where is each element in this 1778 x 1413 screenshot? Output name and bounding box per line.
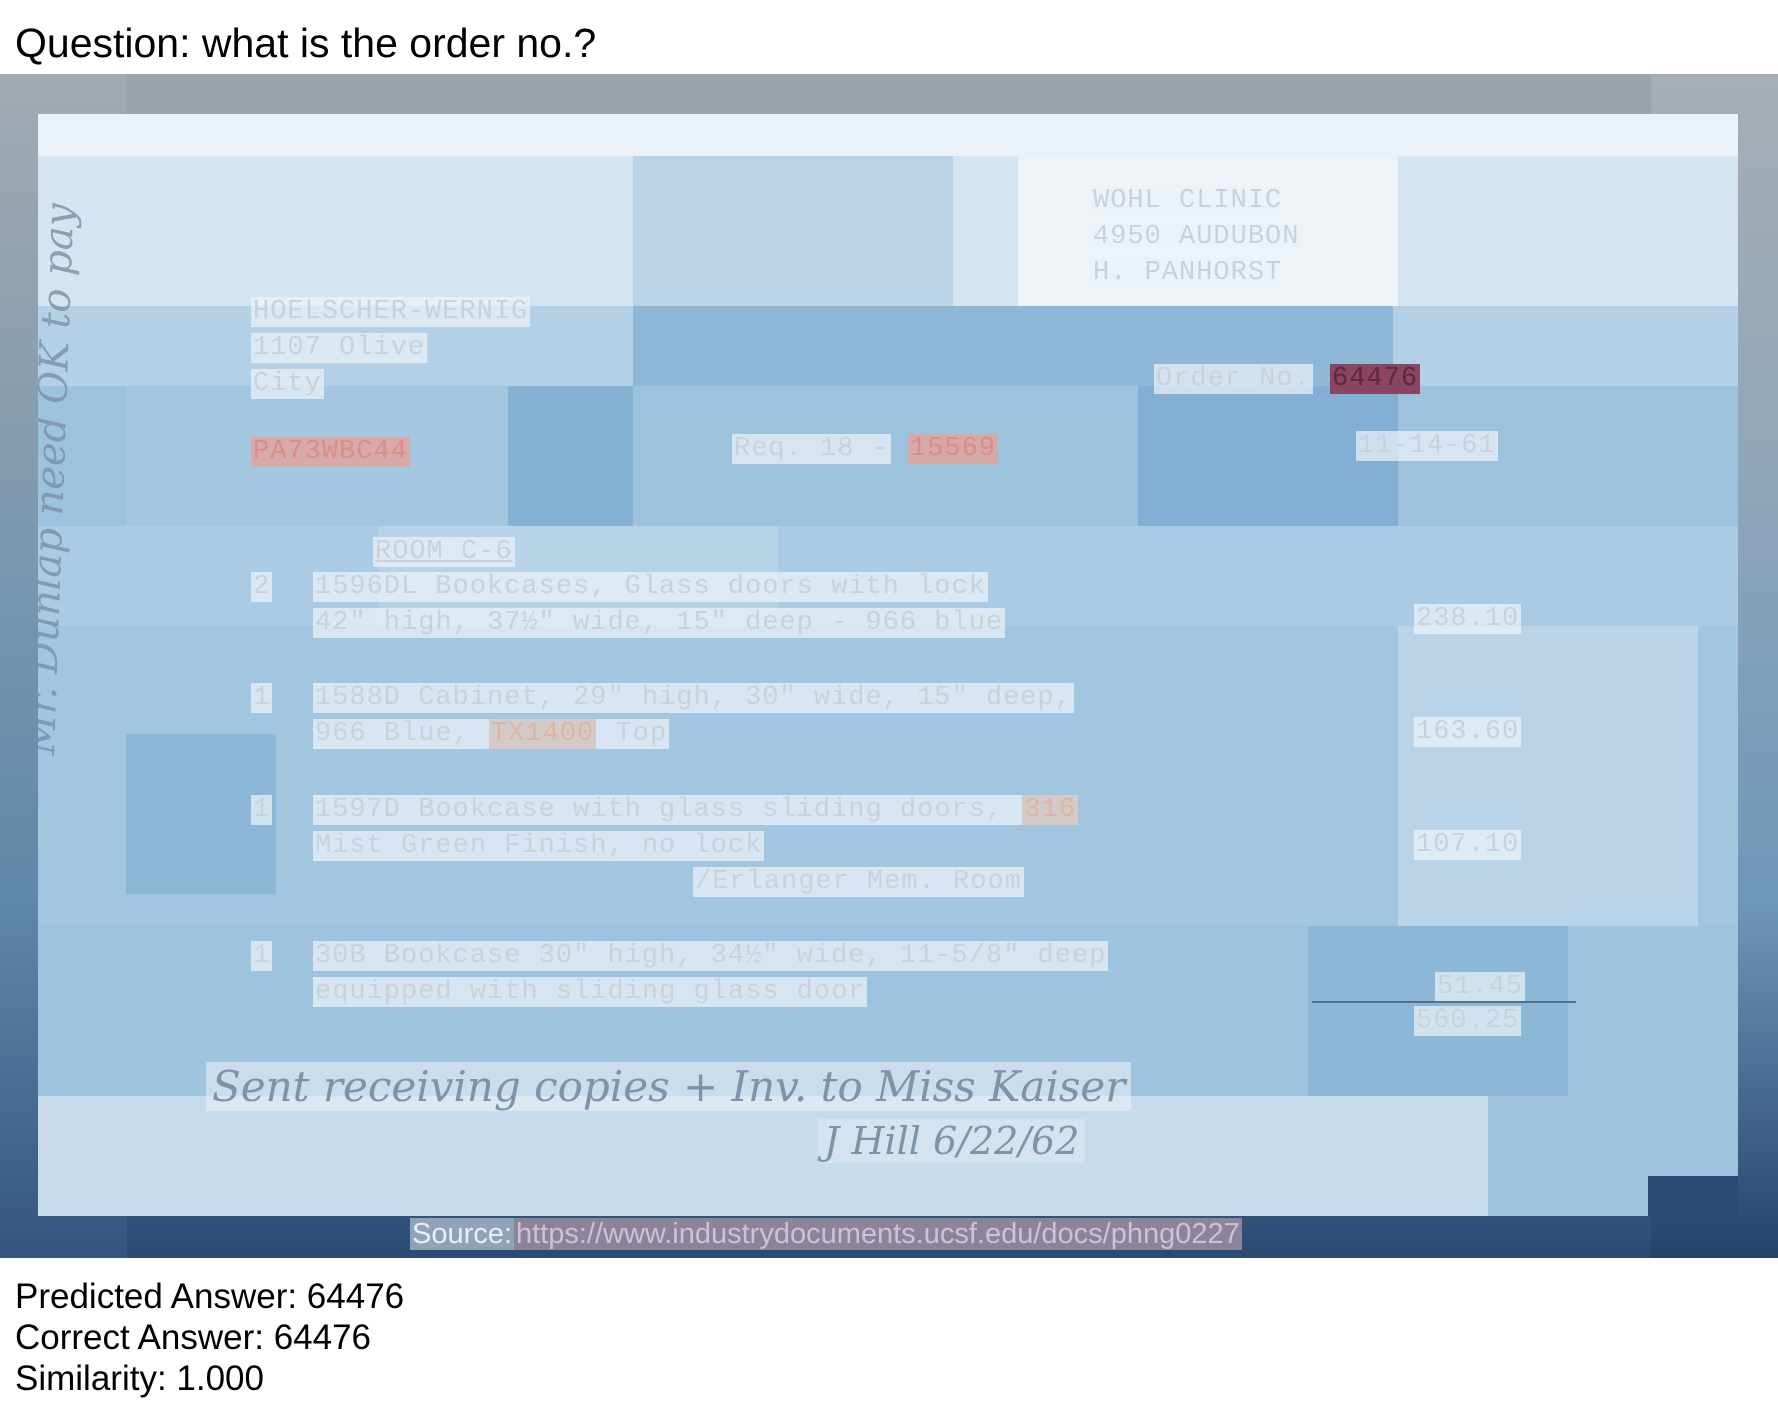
- item-1-qty: 2: [251, 572, 273, 602]
- recipient-line-1: WOHL CLINIC: [1091, 186, 1285, 216]
- correct-answer: Correct Answer: 64476: [15, 1318, 372, 1357]
- heat-tile: [508, 386, 633, 526]
- order-document: WOHL CLINIC 4950 AUDUBON H. PANHORST HOE…: [38, 114, 1738, 1216]
- predicted-answer: Predicted Answer: 64476: [15, 1277, 405, 1316]
- source-link[interactable]: https://www.industrydocuments.ucsf.edu/d…: [513, 1218, 1242, 1250]
- item-3-line-3: /Erlanger Mem. Room: [693, 867, 1024, 897]
- item-2-qty: 1: [251, 683, 273, 713]
- item-3-line-1: 1597D Bookcase with glass sliding doors,…: [313, 795, 1078, 825]
- item-4-qty: 1: [251, 941, 273, 971]
- handwritten-receiving-note: Sent receiving copies + Inv. to Miss Kai…: [206, 1062, 1132, 1111]
- document-image: WOHL CLINIC 4950 AUDUBON H. PANHORST HOE…: [0, 74, 1778, 1258]
- order-number-row: Order No. 64476: [1154, 363, 1421, 395]
- recipient-line-2: 4950 AUDUBON: [1091, 222, 1302, 252]
- item-2-amount: 163.60: [1414, 717, 1522, 747]
- vendor-line-1: HOELSCHER-WERNIG: [251, 297, 531, 327]
- handwritten-signature-date: J Hill 6/22/62: [818, 1119, 1086, 1163]
- vendor-line-3: City: [251, 369, 324, 399]
- item-1-amount: 238.10: [1414, 604, 1522, 634]
- item-3-amount: 107.10: [1414, 830, 1522, 860]
- heat-tile: [1648, 1176, 1738, 1216]
- room-label: ROOM C-6: [373, 537, 515, 567]
- item-4-amount: 51.45: [1435, 972, 1526, 1002]
- order-date: 11-14-61: [1356, 431, 1498, 461]
- req-number: 15569: [908, 434, 999, 464]
- req-label: Req. 18 -: [732, 434, 891, 464]
- heat-tile: [1398, 626, 1698, 926]
- source-credit: Source:https://www.industrydocuments.ucs…: [410, 1216, 1242, 1252]
- total-rule: [1312, 1001, 1576, 1003]
- results-block: Predicted Answer: 64476 Correct Answer: …: [15, 1276, 404, 1399]
- item-1-line-2: 42" high, 37½" wide, 15" deep - 966 blue: [313, 608, 1006, 638]
- item-1-line-1: 1596DL Bookcases, Glass doors with lock: [313, 572, 988, 602]
- question-text: Question: what is the order no.?: [15, 20, 597, 66]
- source-label: Source:: [410, 1218, 514, 1250]
- heat-tile: [1138, 386, 1398, 526]
- vendor-code: PA73WBC44: [251, 437, 410, 467]
- item-2-line-2: 966 Blue, TX1400 Top: [313, 719, 670, 749]
- item-4-line-1: 30B Bookcase 30" high, 34½" wide, 11-5/8…: [313, 941, 1109, 971]
- item-3-qty: 1: [251, 795, 273, 825]
- item-2-line-1: 1588D Cabinet, 29" high, 30" wide, 15" d…: [313, 683, 1074, 713]
- order-number: 64476: [1330, 364, 1421, 394]
- vendor-line-2: 1107 Olive: [251, 333, 428, 363]
- requisition-row: Req. 18 - 15569: [732, 433, 999, 465]
- recipient-line-3: H. PANHORST: [1091, 258, 1285, 288]
- item-4-line-2: equipped with sliding glass door: [313, 977, 868, 1007]
- heat-tile: [38, 114, 1738, 156]
- order-total: 560.25: [1414, 1006, 1522, 1036]
- order-label: Order No.: [1154, 364, 1313, 394]
- similarity-score: Similarity: 1.000: [15, 1359, 264, 1398]
- heat-tile: [633, 156, 953, 306]
- item-3-line-2: Mist Green Finish, no lock: [313, 831, 765, 861]
